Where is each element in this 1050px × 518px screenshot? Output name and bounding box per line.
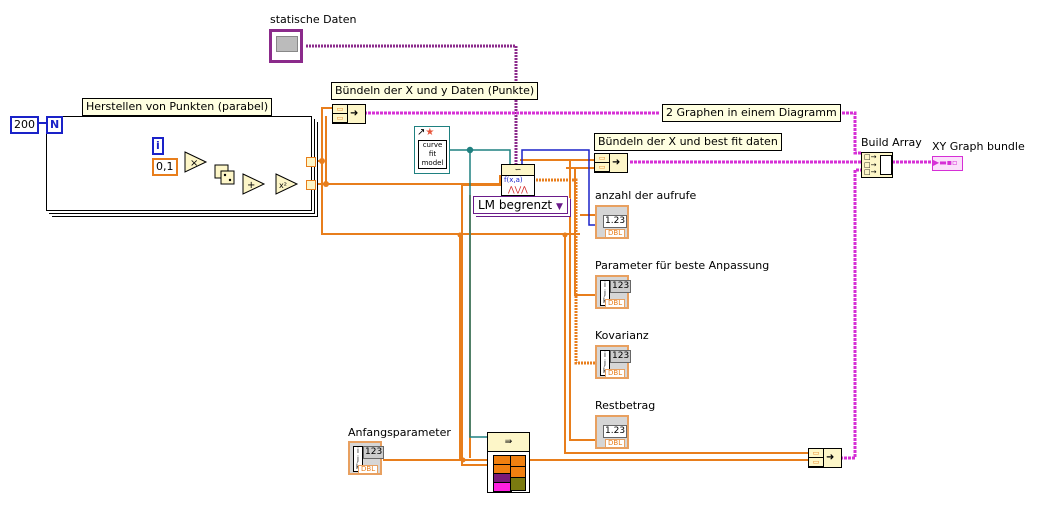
square-icon: x² [279, 181, 287, 190]
comment-bundle-best-fit: Bündeln der X und best fit daten [594, 133, 782, 151]
iteration-terminal: i [152, 137, 164, 155]
nonlinear-fit-vi[interactable]: ∽ f(x,a) ⋀⋁⋀ [501, 164, 535, 196]
bundle-best-fit-node[interactable]: ▭▭ ➜ [594, 153, 628, 173]
indicator-label-calls: anzahl der aufrufe [595, 189, 697, 202]
add-node[interactable]: + [242, 173, 266, 195]
xy-graph-label: XY Graph bundle [932, 140, 1025, 153]
static-data-label: statische Daten [270, 13, 357, 26]
indicator-label-residue: Restbetrag [595, 399, 656, 412]
static-data-control[interactable] [269, 29, 303, 63]
initial-params-control[interactable]: ijk 123 DBL [348, 441, 385, 475]
curve-fit-model-refnum[interactable]: ↗★ curve fit model [414, 126, 450, 174]
build-array-label: Build Array [861, 136, 922, 149]
comment-bundle-xy: Bündeln der X und y Daten (Punkte) [331, 82, 539, 100]
bundle-arrow-icon: ➜ [350, 108, 359, 119]
bundle-arrow-icon: ➜ [612, 157, 621, 168]
output-tunnel-y [306, 180, 316, 190]
random-number-node[interactable] [214, 164, 238, 186]
cluster-icon [276, 36, 298, 52]
bundle-arrow-icon: ➜ [826, 452, 835, 463]
comment-two-graphs: 2 Graphen in einem Diagramm [662, 104, 841, 122]
indicator-label-best-params: Parameter für beste Anpassung [595, 259, 770, 272]
convert-arrow-icon: ⇛ [488, 433, 529, 452]
chevron-down-icon: ▼ [555, 202, 563, 212]
build-array-node[interactable]: □→□→□→ [861, 152, 893, 178]
comment-create-points: Herstellen von Punkten (parabel) [82, 98, 273, 116]
method-selector[interactable]: LM begrenzt ▼ [473, 196, 568, 214]
bundle-xy-node[interactable]: ▭▭ ➜ [332, 104, 366, 124]
output-tunnel-x [306, 157, 316, 167]
indicator-label-covariance: Kovarianz [595, 329, 649, 342]
loop-count-constant[interactable]: 200 [10, 116, 39, 134]
factor-constant[interactable]: 0,1 [152, 158, 178, 176]
array-icon [880, 155, 892, 175]
multiply-node[interactable]: × [184, 151, 208, 173]
initial-params-label: Anfangsparameter [348, 426, 451, 439]
cluster-wires [364, 111, 932, 460]
fit-curve-icon: ∽ [502, 165, 534, 176]
loop-count-terminal: N [46, 116, 64, 134]
method-value: LM begrenzt [478, 198, 553, 212]
indicator-calls[interactable]: 1.23 DBL [595, 205, 629, 239]
for-loop[interactable] [46, 116, 312, 211]
format-fit-results-node[interactable]: ⇛ [487, 432, 530, 493]
link-arrow-icon: ↗★ [417, 127, 435, 138]
multiply-icon: × [190, 158, 198, 169]
add-icon: + [247, 180, 255, 191]
xy-graph-terminal[interactable]: ▶▬▪▫ [932, 156, 963, 171]
bundle-bottom-node[interactable]: ▭▭ ➜ [808, 448, 842, 468]
indicator-residue[interactable]: 1.23 DBL [595, 415, 629, 449]
static-data-wire [306, 44, 518, 167]
indicator-covariance[interactable]: ijk 123 DBL [595, 345, 632, 379]
square-node[interactable]: x² [275, 173, 299, 195]
indicator-best-params[interactable]: ijk 123 DBL [595, 275, 632, 309]
